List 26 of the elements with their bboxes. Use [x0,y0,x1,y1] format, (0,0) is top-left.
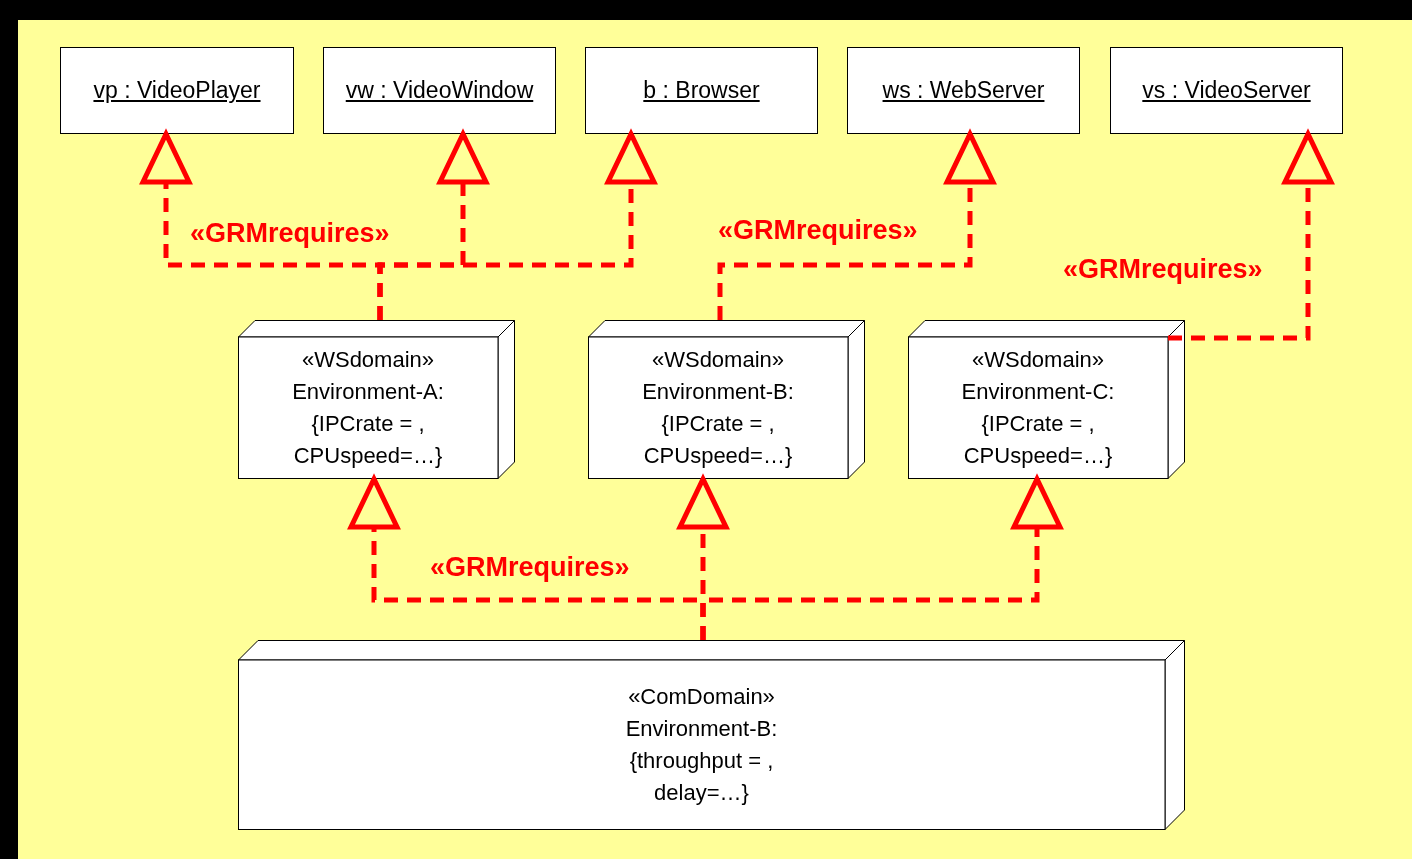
object-name: vw : VideoWindow [345,76,534,106]
node-text: {IPCrate = , CPUspeed=…} [292,410,444,470]
object-name: ws : WebServer [882,76,1045,106]
node-text: «WSdomain» [971,346,1105,374]
node-text: Environment-C: [961,378,1115,406]
object-box [323,47,556,134]
node-text: Environment-B: [642,378,794,406]
node-text: {IPCrate = , CPUspeed=…} [962,410,1114,470]
dependency-arrow [700,476,1063,640]
node-text: «ComDomain» [628,683,775,711]
object-name: vp : VideoPlayer [93,76,261,106]
object-name: vs : VideoServer [1142,76,1311,106]
node-text: «WSdomain» [651,346,785,374]
object-name: b : Browser [643,76,760,106]
dependency-arrow [377,131,657,320]
dependency-arrow [1168,131,1334,341]
object-box [847,47,1080,134]
node-text: {throughput = , delay=…} [628,747,775,807]
node-text: {IPCrate = , CPUspeed=…} [642,410,794,470]
dependency-arrow [717,131,996,320]
object-box [1110,47,1343,134]
node-text: Environment-A: [292,378,444,406]
object-box [60,47,294,134]
node-text: Environment-B: [625,715,778,743]
node-text: «WSdomain» [301,346,435,374]
object-box [585,47,818,134]
